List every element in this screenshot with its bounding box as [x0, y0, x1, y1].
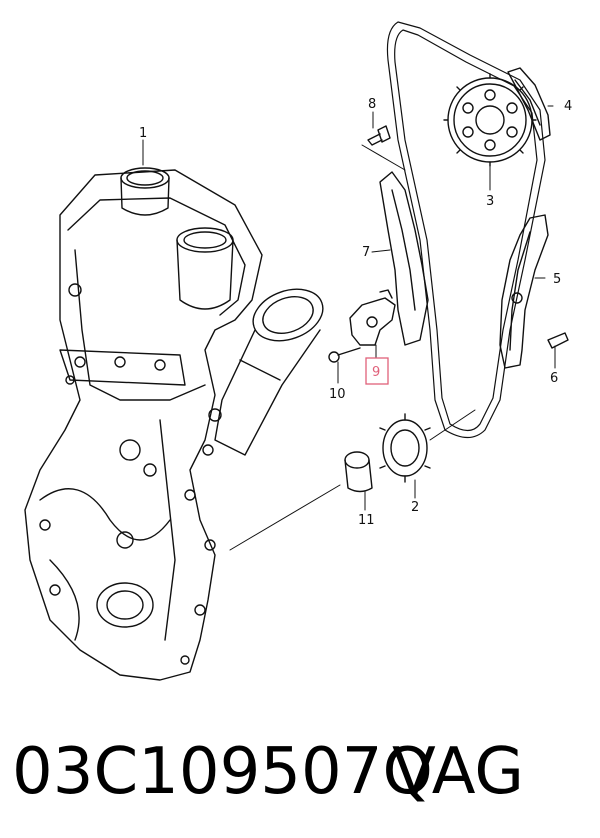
bolt-part-8 — [367, 125, 391, 146]
callout-1: 1 — [139, 126, 147, 141]
chain-guide-upper — [507, 67, 551, 141]
callout-9: 9 — [372, 365, 380, 380]
bolt-part-6 — [547, 332, 569, 349]
callout-10: 10 — [329, 387, 346, 402]
callout-9-highlight-box — [365, 357, 389, 385]
callout-7: 7 — [362, 245, 370, 260]
callout-3: 3 — [486, 194, 494, 209]
chain-guide-left — [379, 171, 429, 346]
part-number-footer: 03C109507QVAG — [12, 722, 592, 822]
exploded-parts-diagram: 1 8 4 3 7 5 6 9 10 2 11 — [24, 21, 572, 681]
callout-2: 2 — [411, 500, 419, 515]
bolt-part-10 — [328, 347, 361, 363]
part-code: 03C109507Q — [12, 735, 433, 809]
callout-4: 4 — [564, 99, 572, 114]
leader-lines — [142, 105, 556, 551]
brand-label: VAG — [392, 735, 524, 809]
tensioner-rail — [499, 214, 549, 369]
timing-cover-housing — [24, 167, 324, 681]
timing-chain — [386, 21, 546, 439]
callout-8: 8 — [368, 97, 376, 112]
chain-tensioner — [349, 289, 396, 346]
callout-6: 6 — [550, 371, 558, 386]
camshaft-sprocket — [443, 73, 537, 167]
spacer-sleeve — [344, 451, 373, 493]
callout-5: 5 — [553, 272, 561, 287]
crankshaft-sprocket — [379, 413, 431, 483]
callout-11: 11 — [358, 513, 375, 528]
